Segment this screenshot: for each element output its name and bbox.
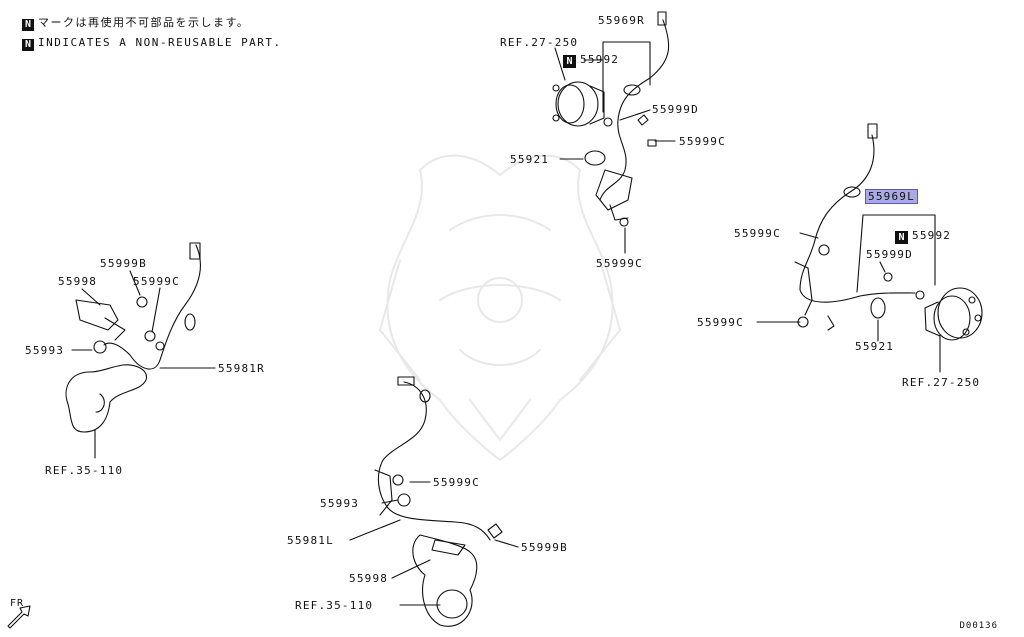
ref-label-27-250[interactable]: REF.27-250 <box>500 36 579 49</box>
part-label-55981r[interactable]: 55981R <box>218 362 265 375</box>
part-label-55998[interactable]: 55998 <box>58 275 98 288</box>
legend-line-jp: N マークは再使用不可部品を示します。 <box>22 16 249 31</box>
part-label-55999c[interactable]: 55999C <box>133 275 180 288</box>
non-reusable-mark-icon: N <box>895 231 908 244</box>
part-label-55999b[interactable]: 55999B <box>521 541 568 554</box>
part-label-55999b[interactable]: 55999B <box>100 257 147 270</box>
legend-line-en: N INDICATES A NON-REUSABLE PART. <box>22 36 282 51</box>
diagram-code: D00136 <box>959 621 998 631</box>
non-reusable-mark-icon: N <box>563 55 576 68</box>
part-label-55921[interactable]: 55921 <box>510 153 550 166</box>
rear-right-assembly <box>552 11 676 254</box>
ref-label-35-110[interactable]: REF.35-110 <box>295 599 374 612</box>
front-direction-arrow <box>7 605 31 629</box>
part-label-55981l[interactable]: 55981L <box>287 534 334 547</box>
legend-text-jp: マークは再使用不可部品を示します。 <box>38 16 250 29</box>
part-label-55993[interactable]: 55993 <box>320 497 360 510</box>
front-left-assembly <box>349 376 519 627</box>
part-label-55999c[interactable]: 55999C <box>433 476 480 489</box>
part-label-55999c[interactable]: 55999C <box>596 257 643 270</box>
non-reusable-mark-icon: N <box>22 39 34 51</box>
non-reusable-mark-icon: N <box>22 19 34 31</box>
rear-left-assembly <box>756 123 983 373</box>
legend-text-en: INDICATES A NON-REUSABLE PART. <box>38 36 282 49</box>
part-label-55999c[interactable]: 55999C <box>679 135 726 148</box>
ref-label-35-110[interactable]: REF.35-110 <box>45 464 124 477</box>
part-label-55999d[interactable]: 55999D <box>652 103 699 116</box>
part-label-55999c[interactable]: 55999C <box>734 227 781 240</box>
part-label-55969l-highlighted[interactable]: 55969L <box>865 189 918 204</box>
part-label-55921[interactable]: 55921 <box>855 340 895 353</box>
ref-label-27-250[interactable]: REF.27-250 <box>902 376 981 389</box>
part-label-55969r[interactable]: 55969R <box>598 14 645 27</box>
part-label-55993[interactable]: 55993 <box>25 344 65 357</box>
part-label-55999d[interactable]: 55999D <box>866 248 913 261</box>
front-direction-label: FR <box>10 598 25 609</box>
part-label-55998[interactable]: 55998 <box>349 572 389 585</box>
front-right-assembly <box>65 242 216 459</box>
part-label-55999c[interactable]: 55999C <box>697 316 744 329</box>
watermark-logo <box>379 154 621 461</box>
